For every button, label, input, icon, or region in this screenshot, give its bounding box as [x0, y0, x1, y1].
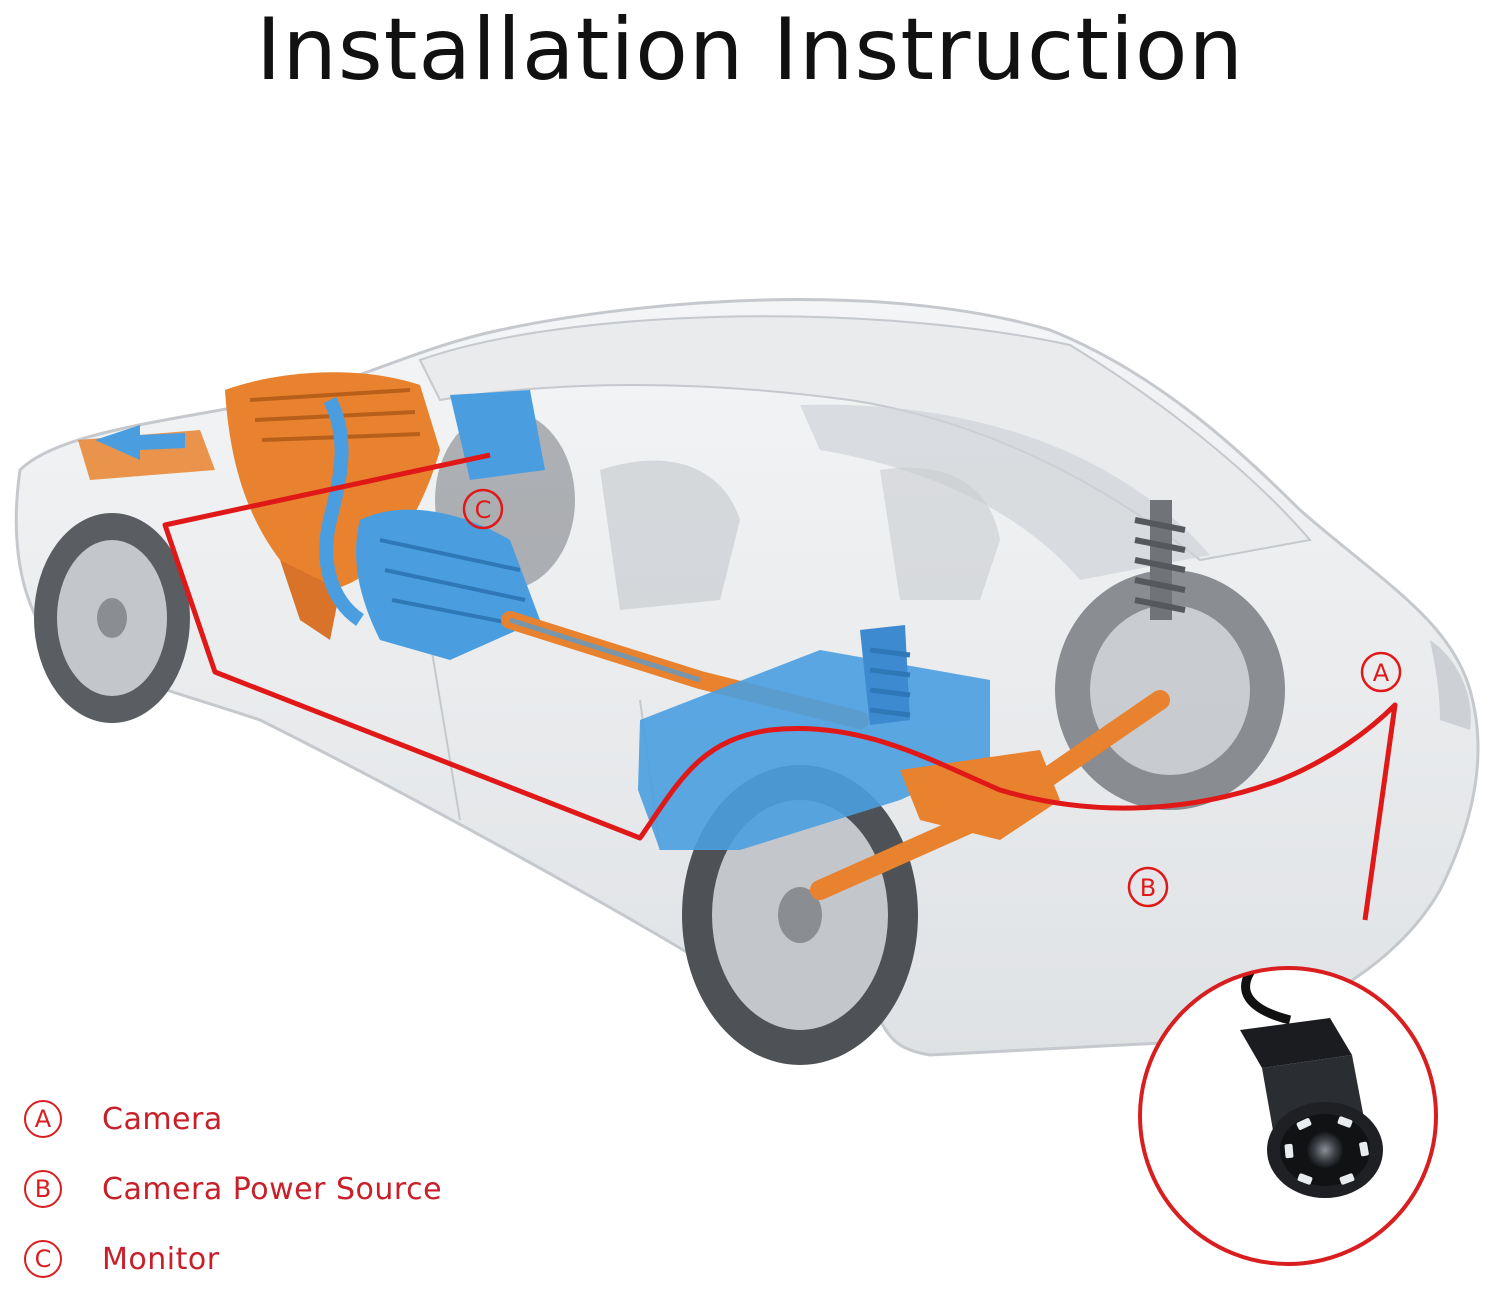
legend-item-monitor: C Monitor [24, 1234, 442, 1284]
car-roof [418, 315, 1312, 562]
marker-c: C [462, 488, 504, 530]
legend-item-camera: A Camera [24, 1094, 442, 1144]
rear-right-wheel [1055, 570, 1285, 810]
svg-text:C: C [475, 496, 492, 524]
legend-label-camera: Camera [102, 1101, 223, 1137]
legend-badge-b: B [24, 1170, 62, 1208]
rear-axle [810, 690, 1170, 900]
wire-route [162, 452, 1398, 921]
front-left-wheel [34, 513, 190, 723]
air-intake [78, 425, 215, 480]
marker-a: A [1360, 651, 1402, 693]
legend-label-monitor: Monitor [102, 1241, 220, 1277]
car-window [800, 404, 1210, 580]
marker-b: B [1127, 866, 1169, 908]
legend-badge-a: A [24, 1100, 62, 1138]
svg-text:A: A [1373, 659, 1390, 687]
page-title: Installation Instruction [256, 0, 1244, 100]
legend: A Camera B Camera Power Source C Monitor [24, 1094, 442, 1304]
fuel-tank-icon [638, 625, 990, 850]
car-seat [600, 460, 740, 610]
legend-badge-c: C [24, 1240, 62, 1278]
camera-icon [1240, 968, 1383, 1198]
svg-text:B: B [1140, 874, 1156, 902]
rear-spring [1134, 500, 1186, 620]
legend-label-camera-power-source: Camera Power Source [102, 1171, 443, 1207]
transmission-icon [319, 390, 545, 660]
tail-light [1430, 640, 1471, 730]
car-seat-rear [880, 467, 1000, 600]
legend-item-camera-power-source: B Camera Power Source [24, 1164, 442, 1214]
camera-zoom-callout [1138, 966, 1438, 1266]
rear-left-wheel [682, 765, 918, 1065]
